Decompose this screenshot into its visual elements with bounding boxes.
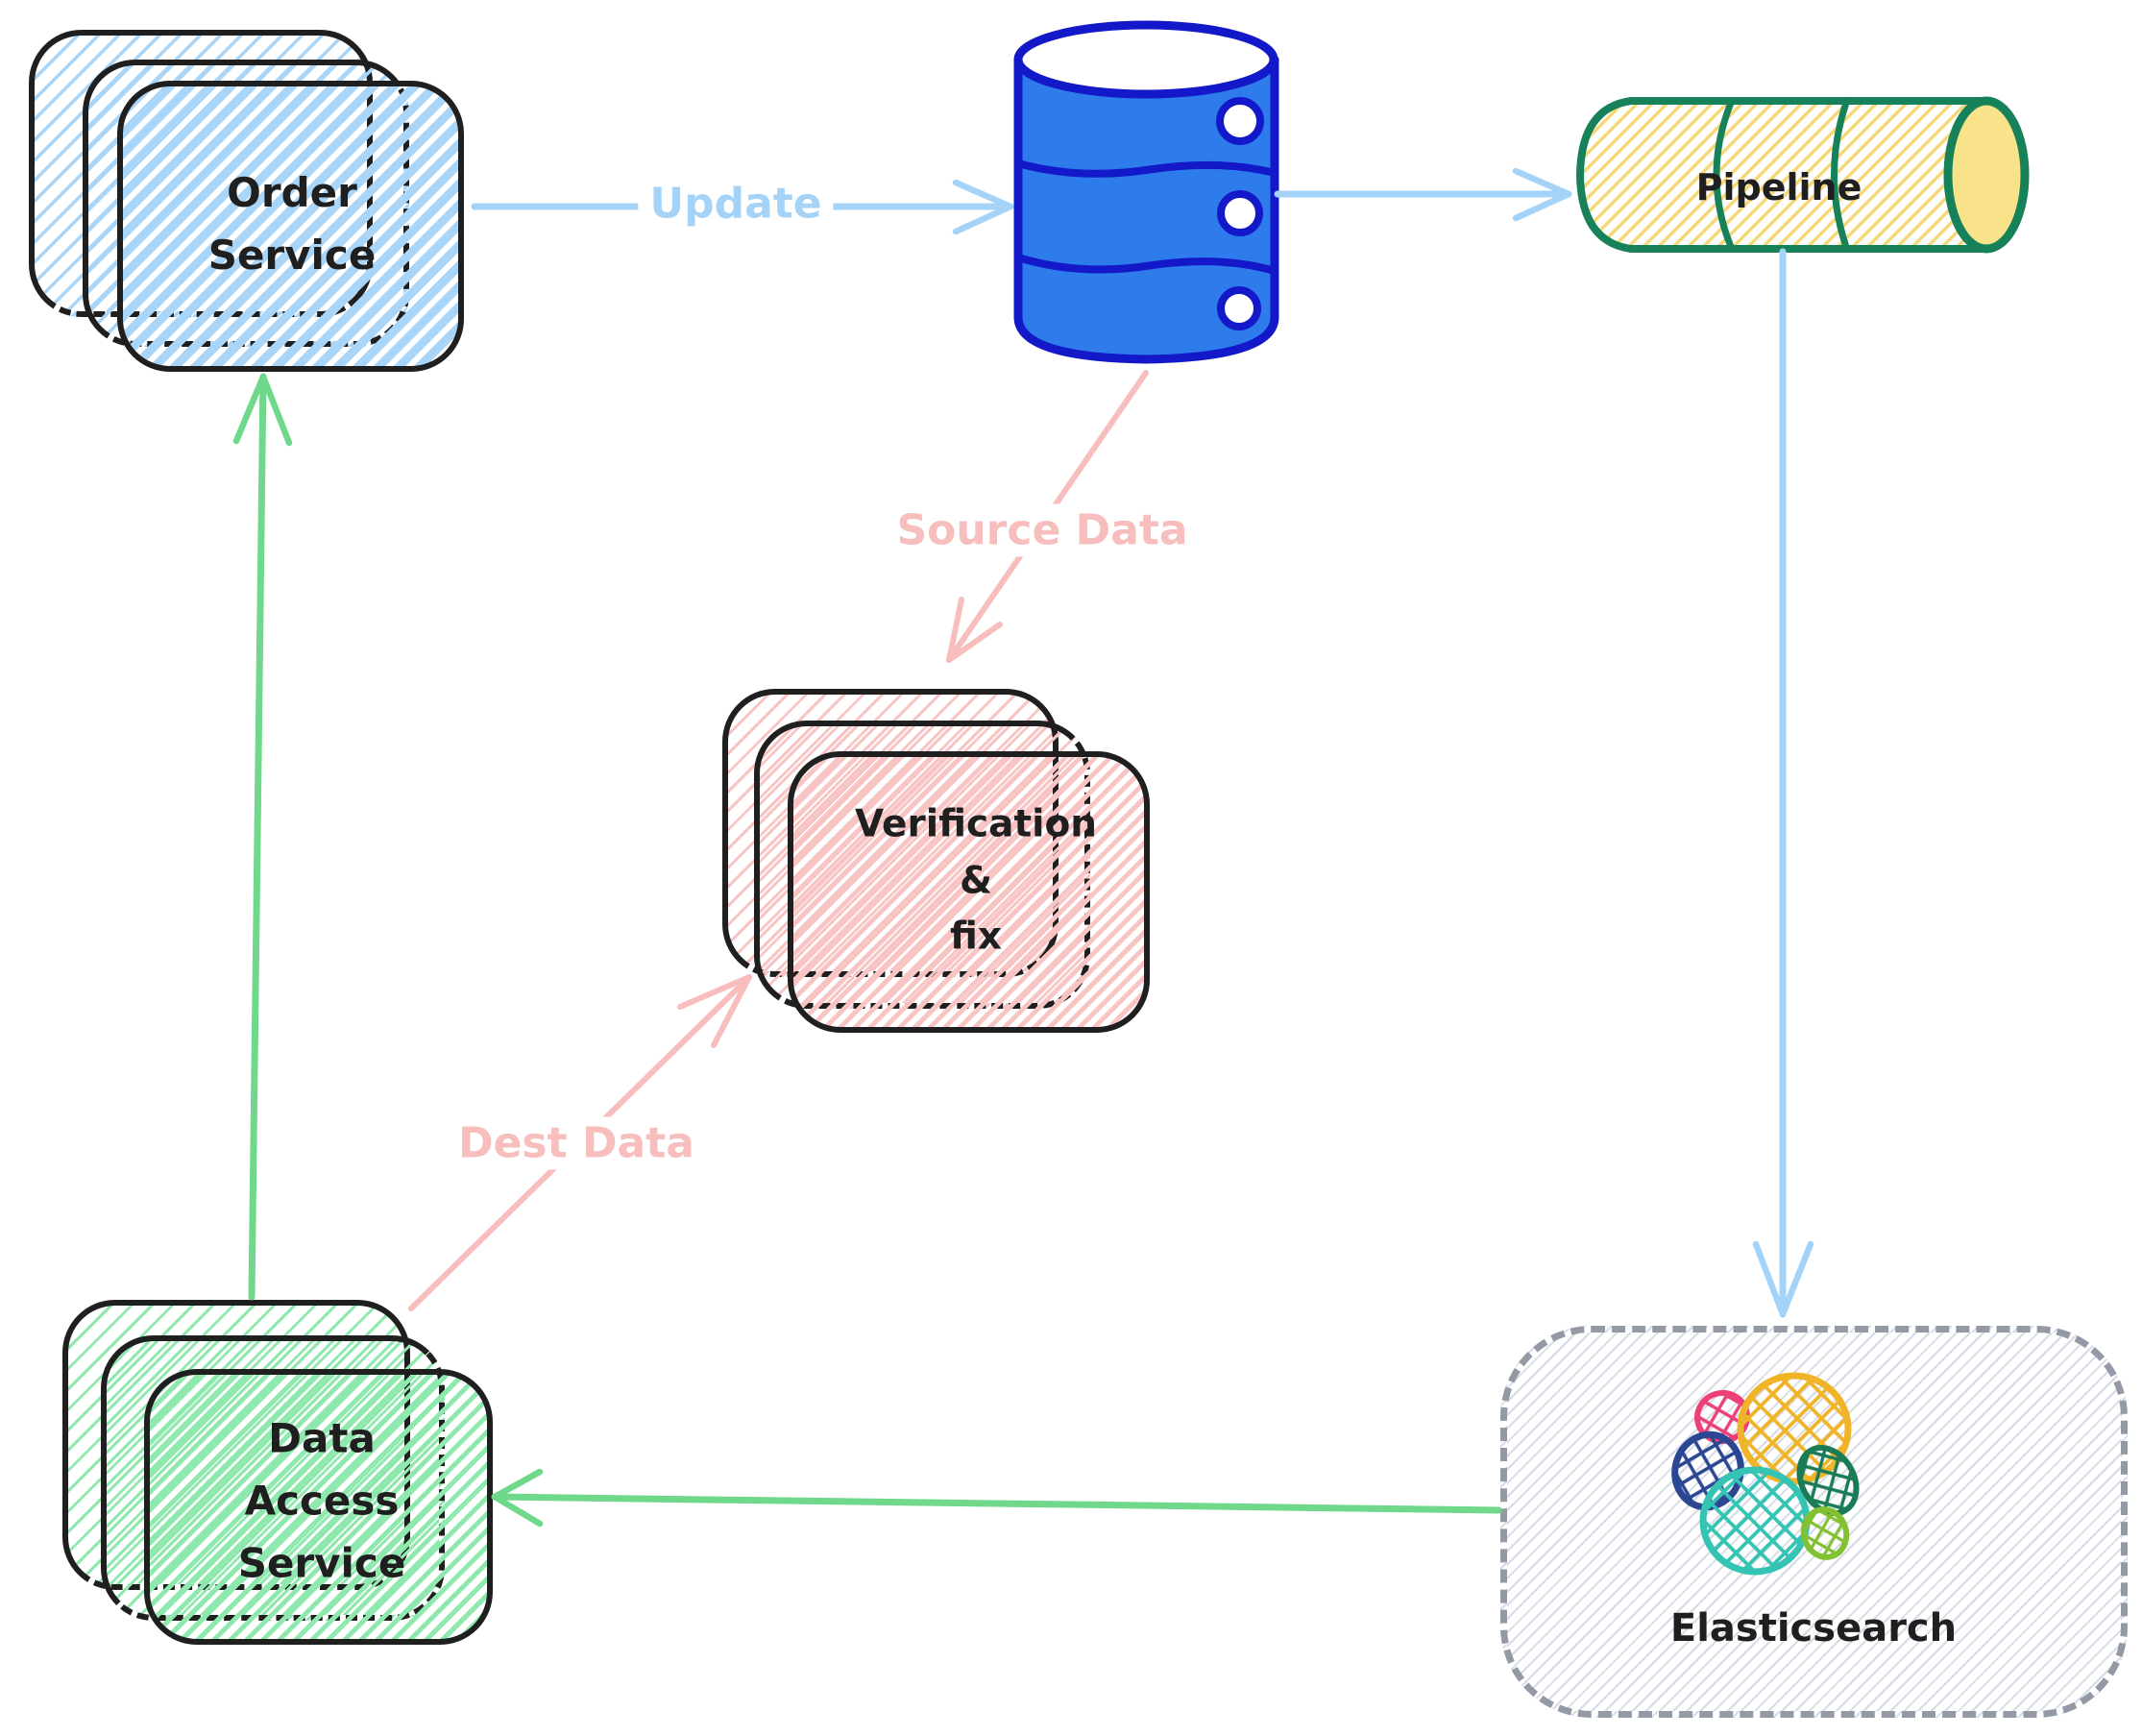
data-access-service-box-front <box>144 1369 493 1645</box>
order-service-box-front <box>117 81 464 372</box>
pipeline-label: Pipeline <box>1695 166 1862 209</box>
edge-label-source-data: Source Data <box>885 503 1200 557</box>
verification-fix-box-front <box>788 751 1150 1033</box>
elasticsearch-container <box>1500 1326 2128 1718</box>
edge-label-update: Update <box>638 177 834 231</box>
edge-elasticsearch-to-das-arrow <box>491 1468 1502 1528</box>
edge-pipeline-to-elasticsearch-arrow <box>1752 248 1814 1318</box>
edge-db-to-pipeline-arrow <box>1274 167 1572 222</box>
elasticsearch-label: Elasticsearch <box>1669 1606 1958 1650</box>
verification-fix-label: Verification & fix <box>854 802 1098 959</box>
edge-label-dest-data: Dest Data <box>447 1116 706 1170</box>
order-service-label: Order Service <box>207 168 377 279</box>
database-icon <box>1013 20 1279 364</box>
edge-das-to-order-service-arrow <box>232 373 293 1301</box>
data-access-service-label: Data Access Service <box>237 1414 406 1587</box>
